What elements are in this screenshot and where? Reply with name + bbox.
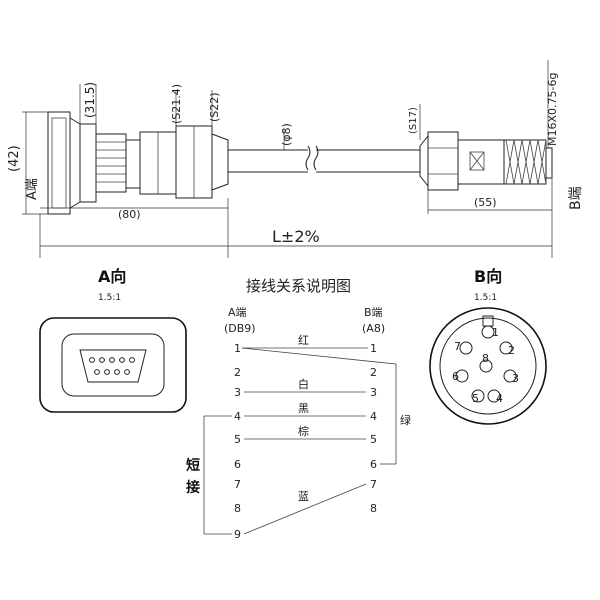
end-b-label: B端 — [568, 186, 584, 210]
b-pin-7: 7 — [370, 478, 377, 491]
flange-step — [69, 117, 81, 209]
b-hole-label-5: 5 — [472, 392, 479, 405]
view-b: B向 1.5:1 1 2 3 4 5 6 7 8 — [429, 267, 547, 425]
length-tolerance-text: L±2% — [272, 227, 320, 246]
b-pin-4: 4 — [370, 410, 377, 423]
color-brown: 棕 — [298, 424, 309, 438]
b-pin-5: 5 — [370, 433, 377, 446]
b-pin-1: 1 — [370, 342, 377, 355]
color-green: 绿 — [400, 413, 411, 427]
wiring-title: 接线关系说明图 — [246, 277, 351, 295]
b-pin-2: 2 — [370, 366, 377, 379]
view-a-flange-outline — [39, 317, 187, 413]
flange-plate — [47, 111, 71, 215]
dim-42-text: (42) — [7, 145, 22, 172]
wiring-diagram: 接线关系说明图 A端 (DB9) B端 (A8) 1 2 3 4 5 6 7 8… — [186, 277, 411, 541]
a-pin-7: 7 — [234, 478, 241, 491]
wire-blue — [243, 483, 367, 535]
short-label-2: 接 — [186, 479, 200, 496]
a-end-type: (DB9) — [224, 322, 256, 335]
a-end-label: A端 — [228, 306, 247, 319]
view-b-scale: 1.5:1 — [474, 293, 497, 303]
cable-assembly-side-view: (42) A端 (31.5) (S21.4) (S22) (φ8) (S17) … — [7, 60, 584, 258]
a-pin-1: 1 — [234, 342, 241, 355]
b-end-type: (A8) — [362, 322, 385, 335]
wire-green-a — [241, 347, 397, 365]
b-end-thread — [545, 147, 553, 179]
dim-s21-4-text: (S21.4) — [170, 84, 183, 124]
a-pin-9: 9 — [234, 528, 241, 541]
housing-front — [79, 123, 97, 203]
view-a-scale: 1.5:1 — [98, 293, 121, 303]
flange-inner — [51, 117, 67, 209]
view-b-outer-ring — [429, 307, 547, 425]
color-white: 白 — [298, 377, 309, 391]
view-b-title: B向 — [474, 267, 502, 286]
dim-55-text: (55) — [474, 196, 497, 209]
a-pin-6: 6 — [234, 458, 241, 471]
a-pin-4: 4 — [234, 410, 241, 423]
short-label-1: 短 — [186, 457, 200, 474]
thread-spec-text: M16X0.75-6g — [546, 73, 559, 146]
b-hole-label-4: 4 — [496, 392, 503, 405]
a-pin-2: 2 — [234, 366, 241, 379]
break-mark-left — [305, 145, 311, 171]
view-b-pin-holes — [455, 325, 517, 403]
view-a: A向 1.5:1 — [39, 267, 187, 413]
b-hole-label-7: 7 — [454, 340, 461, 353]
b-end-label: B端 — [364, 306, 383, 319]
color-black: 黑 — [298, 402, 309, 415]
gland-tail — [211, 133, 229, 191]
db9-shell — [79, 349, 147, 383]
b-hole-label-3: 3 — [512, 372, 519, 385]
view-a-inner-frame — [61, 333, 165, 397]
b-pin-3: 3 — [370, 386, 377, 399]
dim-phi8-text: (φ8) — [280, 123, 293, 146]
b-hole-label-2: 2 — [508, 344, 515, 357]
dim-31-5-text: (31.5) — [83, 82, 97, 118]
a-pin-8: 8 — [234, 502, 241, 515]
b-hole-label-8: 8 — [482, 352, 489, 365]
b-hole-label-1: 1 — [492, 326, 499, 339]
b-hole-label-6: 6 — [452, 370, 459, 383]
short-loop — [203, 415, 232, 535]
b-pin-8: 8 — [370, 502, 377, 515]
color-red: 红 — [298, 334, 309, 347]
ribbed-body — [95, 133, 127, 193]
b-pin-6: 6 — [370, 458, 377, 471]
view-a-title: A向 — [98, 267, 126, 286]
b-end-window — [469, 151, 485, 171]
coupling-neck — [125, 139, 141, 189]
dim-80-text: (80) — [118, 208, 141, 221]
a-pin-5: 5 — [234, 433, 241, 446]
b-end-body — [457, 139, 505, 185]
a-pin-3: 3 — [234, 386, 241, 399]
b-end-tail — [419, 134, 429, 188]
view-b-inner-ring — [439, 317, 537, 415]
b-end-nut — [427, 131, 459, 191]
dim-s22-text: (S22) — [208, 92, 221, 122]
end-a-label: A端 — [25, 178, 40, 200]
db9-pins — [89, 357, 135, 375]
color-blue: 蓝 — [298, 490, 309, 503]
dim-s17-text: (S17) — [408, 107, 419, 134]
